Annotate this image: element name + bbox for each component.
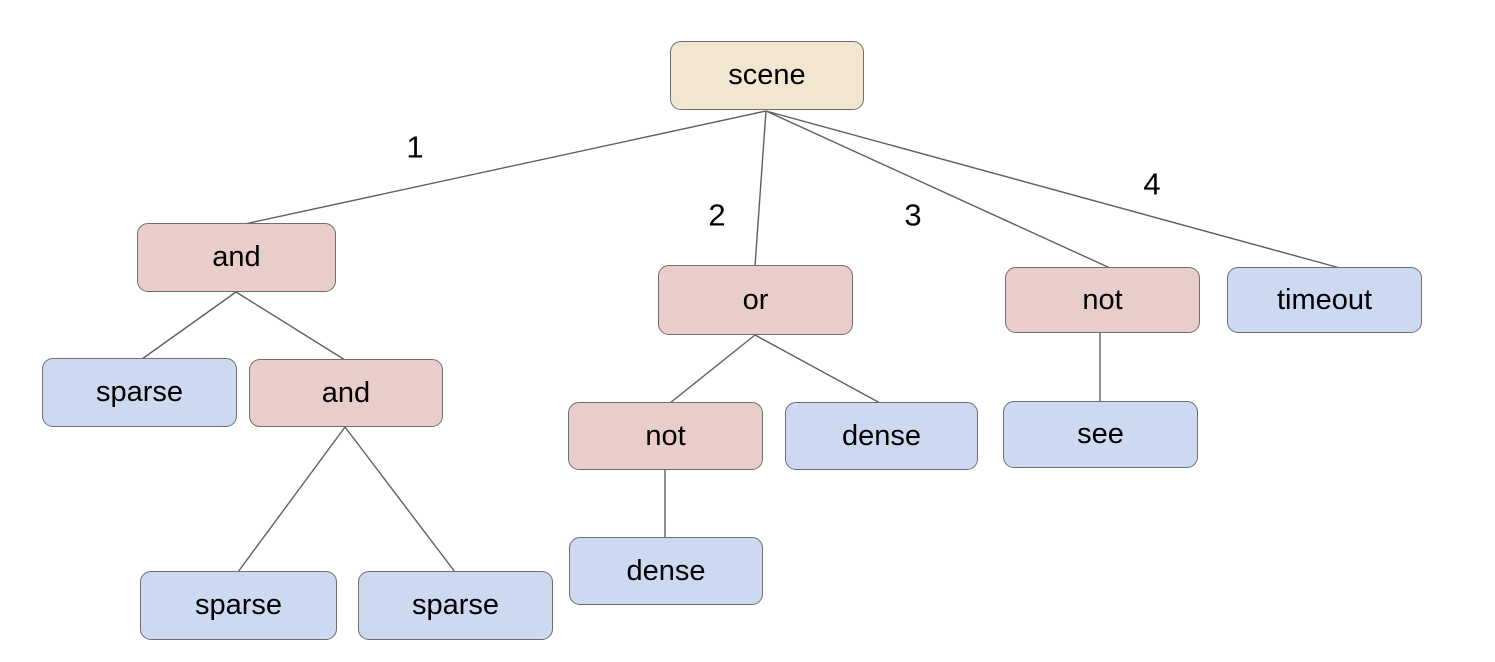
edge-label-1: 1 [406, 129, 424, 165]
edge-scene-timeout [765, 110, 1341, 269]
node-sparse-3: sparse [358, 571, 553, 640]
node-sparse-2: sparse [140, 571, 337, 640]
edge-label-3: 3 [904, 197, 922, 233]
edge-and2-sparse3 [344, 426, 456, 573]
node-and-1: and [137, 223, 336, 292]
edge-scene-not [765, 110, 1111, 269]
edge-and-and [235, 291, 346, 361]
node-dense-2: dense [569, 537, 763, 605]
node-timeout: timeout [1227, 267, 1422, 333]
edge-scene-or [754, 110, 767, 267]
edge-scene-and [239, 110, 767, 226]
node-and-2: and [249, 359, 443, 427]
node-see: see [1003, 401, 1198, 468]
node-not-2: not [1005, 267, 1200, 333]
edge-or-dense [754, 334, 881, 404]
node-dense-1: dense [785, 402, 978, 470]
node-scene: scene [670, 41, 864, 110]
edge-or-not [669, 334, 756, 404]
edge-label-2: 2 [708, 197, 726, 233]
edge-label-4: 4 [1143, 166, 1161, 202]
edge-and-sparse [141, 291, 237, 360]
edge-and2-sparse2 [237, 426, 346, 573]
node-sparse-1: sparse [42, 358, 237, 427]
node-not-1: not [568, 402, 763, 470]
node-or: or [658, 265, 853, 335]
